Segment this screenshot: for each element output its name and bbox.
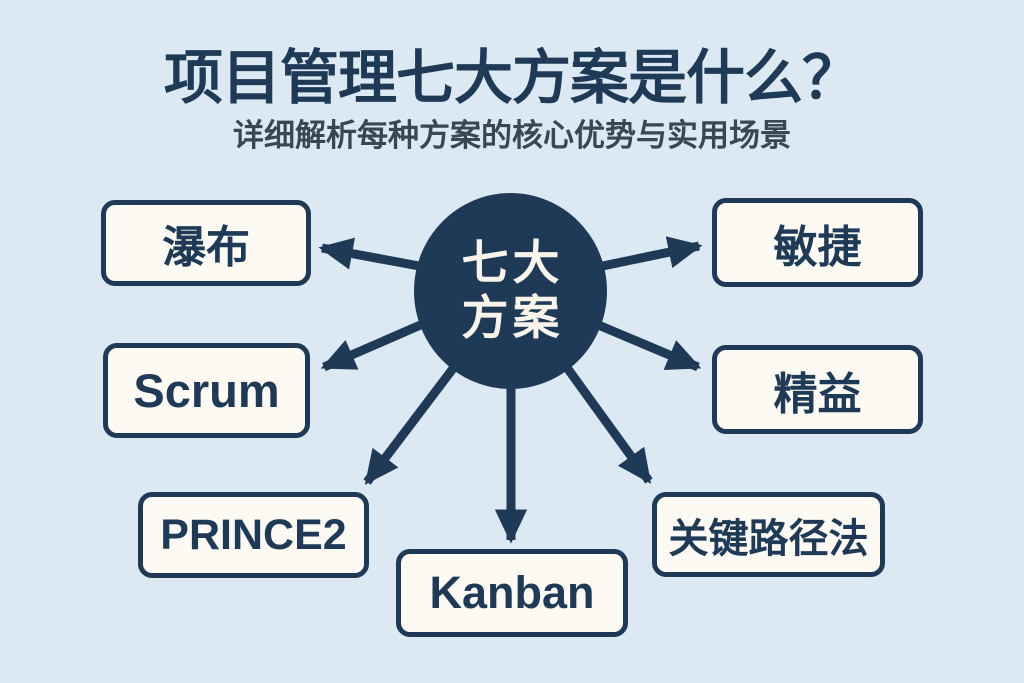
node-prince2: PRINCE2: [138, 492, 369, 578]
node-cpm-label: 关键路径法: [668, 516, 869, 561]
page-subtitle: 详细解析每种方案的核心优势与实用场景: [233, 118, 791, 153]
center-node-label-line2: 方案: [461, 291, 564, 344]
arrow-to-waterfall: [318, 237, 431, 273]
node-agile-label: 敏捷: [773, 222, 862, 272]
arrow-to-lean: [594, 319, 702, 372]
node-kanban-label: Kanban: [429, 567, 595, 618]
center-node-label-line1: 七大: [461, 236, 564, 290]
node-lean-label: 精益: [773, 369, 862, 419]
node-kanban: Kanban: [396, 549, 628, 637]
node-scrum-label: Scrum: [133, 364, 280, 417]
arrow-to-prince2: [363, 355, 465, 485]
arrow-to-agile: [592, 236, 703, 273]
node-waterfall: 瀑布: [101, 200, 311, 286]
arrow-to-scrum: [320, 318, 427, 372]
center-node: 七大 方案: [414, 193, 607, 389]
page-title: 项目管理七大方案是什么？: [163, 45, 861, 111]
node-agile: 敏捷: [712, 198, 923, 287]
node-prince2-label: PRINCE2: [160, 510, 347, 559]
node-scrum: Scrum: [103, 343, 310, 438]
node-lean: 精益: [712, 345, 923, 434]
arrow-to-cpm: [556, 355, 653, 484]
node-waterfall-label: 瀑布: [162, 223, 250, 272]
node-cpm: 关键路径法: [652, 492, 885, 577]
